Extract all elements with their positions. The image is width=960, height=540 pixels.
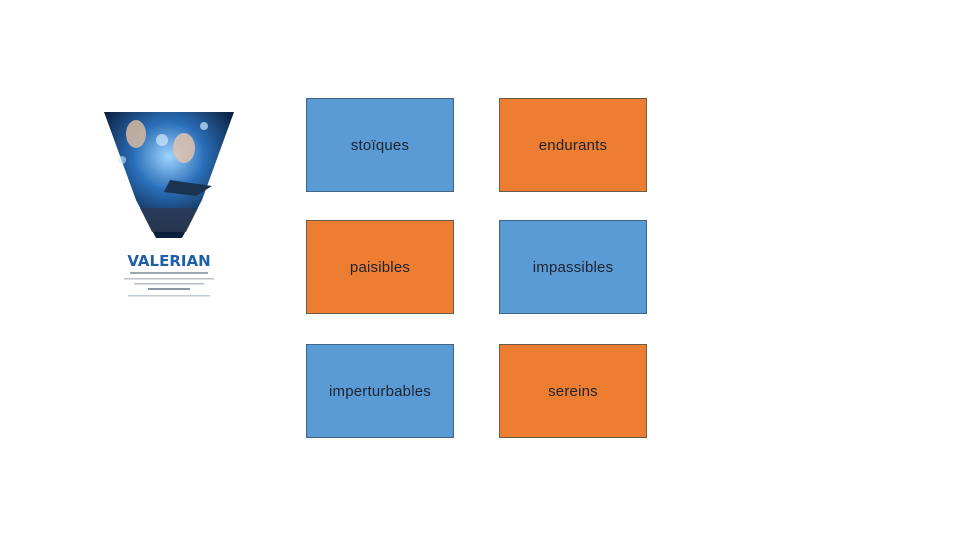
word-card-imperturbables[interactable]: imperturbables	[306, 344, 454, 438]
word-card-label: stoïques	[350, 136, 410, 154]
word-card-label: imperturbables	[328, 382, 431, 400]
word-card-label: paisibles	[349, 258, 411, 276]
poster-figure-left	[126, 120, 146, 148]
poster-figure-right	[173, 133, 195, 163]
word-card-sereins[interactable]: sereins	[499, 344, 647, 438]
movie-poster: VALERIAN	[100, 110, 238, 302]
word-card-label: impassibles	[532, 258, 614, 276]
word-card-endurants[interactable]: endurants	[499, 98, 647, 192]
word-card-label: endurants	[538, 136, 608, 154]
word-card-stoiques[interactable]: stoïques	[306, 98, 454, 192]
word-card-impassibles[interactable]: impassibles	[499, 220, 647, 314]
poster-logo-text: VALERIAN	[127, 252, 210, 270]
word-card-label: sereins	[548, 382, 598, 400]
poster-ship	[164, 180, 212, 196]
poster-image: VALERIAN	[104, 112, 234, 297]
word-card-paisibles[interactable]: paisibles	[306, 220, 454, 314]
